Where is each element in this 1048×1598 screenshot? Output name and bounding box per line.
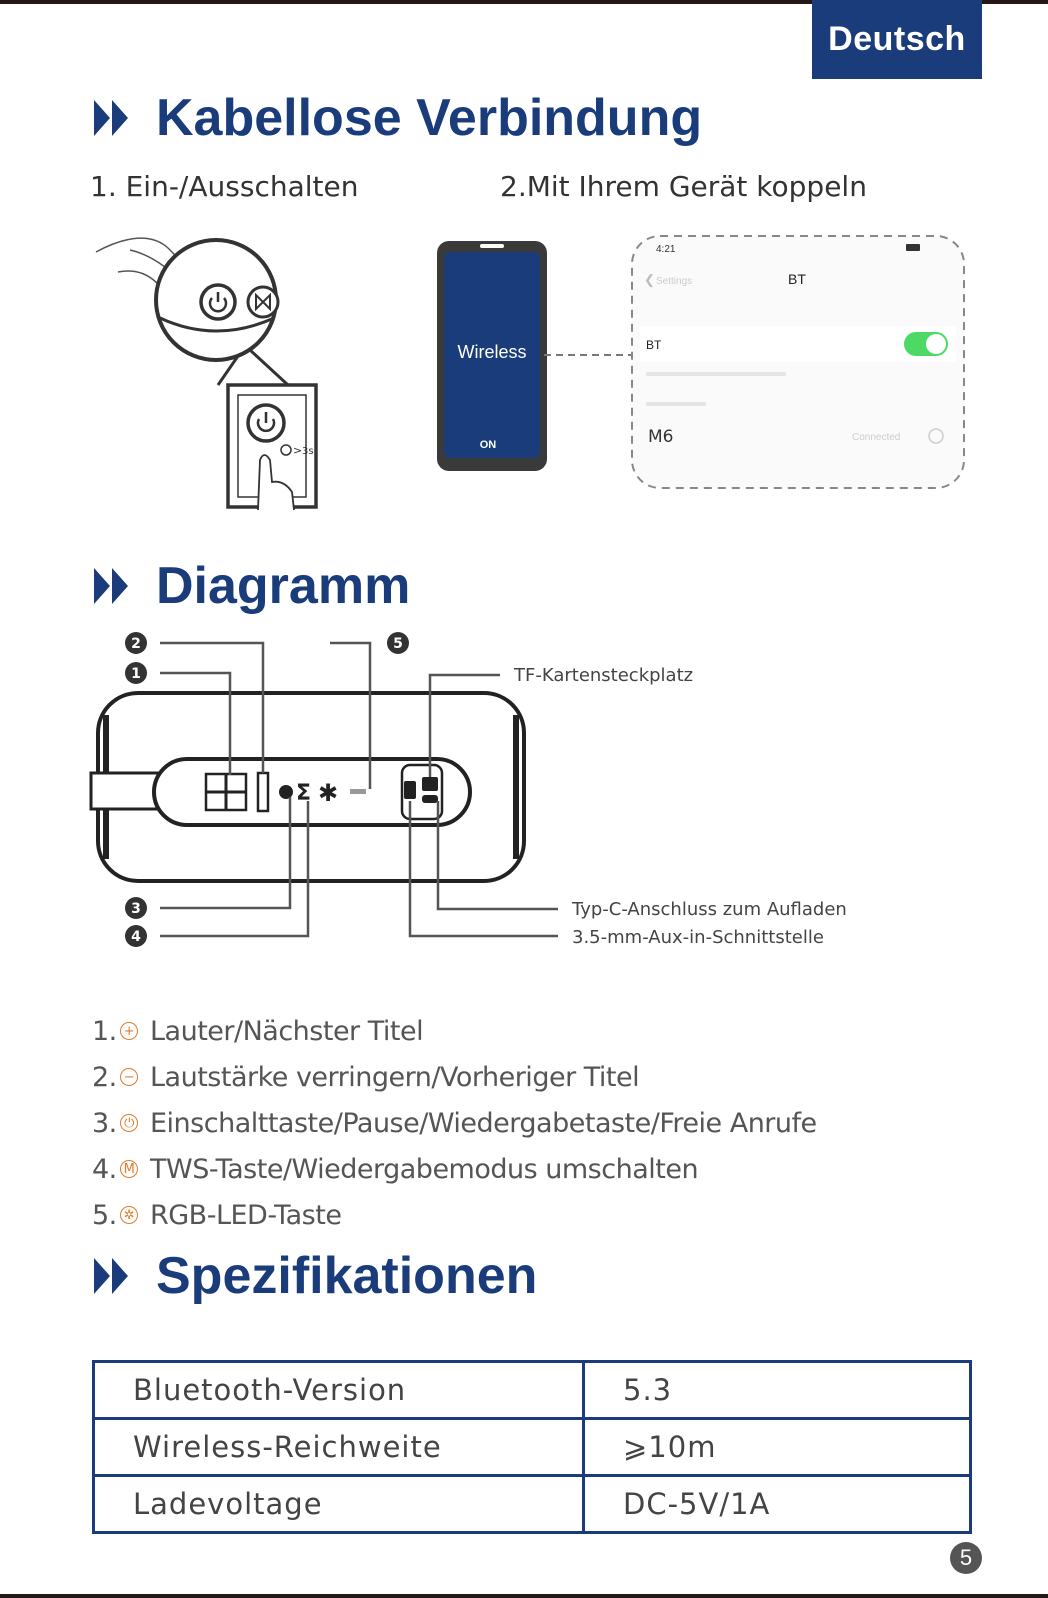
callout-1: 1 bbox=[131, 666, 141, 682]
port-cover bbox=[400, 763, 444, 821]
bottom-border bbox=[0, 1594, 1048, 1598]
back-arrow-icon: ❮ bbox=[644, 272, 655, 288]
label-typec: Typ-C-Anschluss zum Aufladen bbox=[571, 899, 847, 920]
dashed-connector bbox=[544, 354, 636, 356]
spec-key: Bluetooth-Version bbox=[92, 1360, 585, 1420]
double-arrow-icon bbox=[94, 568, 128, 604]
section-title-text: Diagramm bbox=[156, 557, 411, 615]
aux-port-icon bbox=[404, 781, 416, 799]
battery-icon bbox=[906, 244, 920, 251]
power-button-icon bbox=[279, 785, 293, 799]
function-item: 2. − Lautstärke verringern/Vorheriger Ti… bbox=[92, 1054, 817, 1100]
spec-value: ⩾10m bbox=[582, 1417, 972, 1477]
info-icon[interactable] bbox=[928, 428, 944, 444]
back-label: Settings bbox=[656, 276, 692, 287]
function-text: TWS-Taste/Wiedergabemodus umschalten bbox=[150, 1153, 699, 1185]
page-number: 5 bbox=[950, 1542, 982, 1574]
function-number: 1. bbox=[92, 1015, 117, 1047]
function-number: 3. bbox=[92, 1107, 117, 1139]
mode-button-icon: Σ bbox=[296, 781, 311, 806]
phone-illustration: Wireless ON bbox=[437, 241, 547, 471]
top-border bbox=[0, 0, 1048, 4]
section-title-text: Spezifikationen bbox=[156, 1247, 538, 1305]
double-arrow-icon bbox=[94, 1258, 128, 1294]
typec-port-icon bbox=[422, 795, 438, 803]
function-number: 5. bbox=[92, 1199, 117, 1231]
phone-on-label: ON bbox=[480, 439, 497, 451]
phone-wireless-label: Wireless bbox=[457, 342, 526, 362]
spec-key: Ladevoltage bbox=[92, 1474, 585, 1534]
rgb-button-icon: ✱ bbox=[318, 779, 338, 807]
step-pair-label: 2.Mit Ihrem Gerät koppeln bbox=[500, 170, 867, 203]
function-item: 3. ⏻ Einschalttaste/Pause/Wiedergabetast… bbox=[92, 1100, 817, 1146]
spec-value: 5.3 bbox=[582, 1360, 972, 1420]
spec-value: DC-5V/1A bbox=[582, 1474, 972, 1534]
label-tf-slot: TF-Kartensteckplatz bbox=[513, 665, 693, 686]
function-text: Lautstärke verringern/Vorheriger Titel bbox=[150, 1061, 640, 1093]
status-time: 4:21 bbox=[656, 244, 676, 255]
hold-duration-text: 3s bbox=[302, 446, 314, 457]
section-title-text: Kabellose Verbindung bbox=[156, 89, 703, 147]
control-panel bbox=[152, 757, 472, 827]
language-tab: Deutsch bbox=[812, 0, 982, 79]
callout-2: 2 bbox=[131, 636, 141, 652]
function-number: 4. bbox=[92, 1153, 117, 1185]
label-aux: 3.5-mm-Aux-in-Schnittstelle bbox=[572, 927, 824, 948]
minus-icon: − bbox=[120, 1068, 138, 1086]
bt-toggle-label: BT bbox=[646, 338, 662, 352]
svg-text:>: > bbox=[293, 444, 302, 457]
mode-icon: M bbox=[120, 1160, 138, 1178]
tf-slot-icon bbox=[422, 777, 438, 791]
function-number: 2. bbox=[92, 1061, 117, 1093]
double-arrow-icon bbox=[94, 100, 128, 136]
function-text: Einschalttaste/Pause/Wiedergabetaste/Fre… bbox=[150, 1107, 817, 1139]
bluetooth-settings-screen: 4:21 ❮ Settings BT BT M6 Connected bbox=[631, 235, 965, 489]
spec-key: Wireless-Reichweite bbox=[92, 1417, 585, 1477]
plus-icon: + bbox=[120, 1022, 138, 1040]
device-name[interactable]: M6 bbox=[648, 427, 673, 447]
section-title-diagram: Diagramm bbox=[94, 556, 410, 616]
function-text: RGB-LED-Taste bbox=[150, 1199, 342, 1231]
table-row: Wireless-Reichweite ⩾10m bbox=[92, 1417, 972, 1477]
rgb-led-icon: ✲ bbox=[120, 1206, 138, 1224]
section-title-wireless: Kabellose Verbindung bbox=[94, 88, 702, 148]
callout-4: 4 bbox=[131, 929, 141, 945]
function-item: 5. ✲ RGB-LED-Taste bbox=[92, 1192, 817, 1238]
table-row: Bluetooth-Version 5.3 bbox=[92, 1360, 972, 1420]
function-item: 4. M TWS-Taste/Wiedergabemodus umschalte… bbox=[92, 1146, 817, 1192]
callout-5: 5 bbox=[393, 636, 403, 652]
section-title-specs: Spezifikationen bbox=[94, 1246, 537, 1306]
function-text: Lauter/Nächster Titel bbox=[150, 1015, 424, 1047]
power-on-illustration: > 3s bbox=[95, 237, 318, 511]
table-row: Ladevoltage DC-5V/1A bbox=[92, 1474, 972, 1534]
settings-header: BT bbox=[788, 271, 806, 287]
power-icon: ⏻ bbox=[120, 1114, 138, 1132]
spec-table: Bluetooth-Version 5.3 Wireless-Reichweit… bbox=[92, 1360, 972, 1534]
function-item: 1. + Lauter/Nächster Titel bbox=[92, 1008, 817, 1054]
speaker-diagram: Σ ✱ 1 2 3 4 5 TF-Kartensteckplatz Typ-C-… bbox=[89, 632, 847, 948]
function-list: 1. + Lauter/Nächster Titel 2. − Lautstär… bbox=[92, 1008, 817, 1238]
step-power-label: 1. Ein-/Ausschalten bbox=[90, 170, 359, 203]
device-status: Connected bbox=[852, 432, 900, 443]
callout-3: 3 bbox=[131, 901, 141, 917]
